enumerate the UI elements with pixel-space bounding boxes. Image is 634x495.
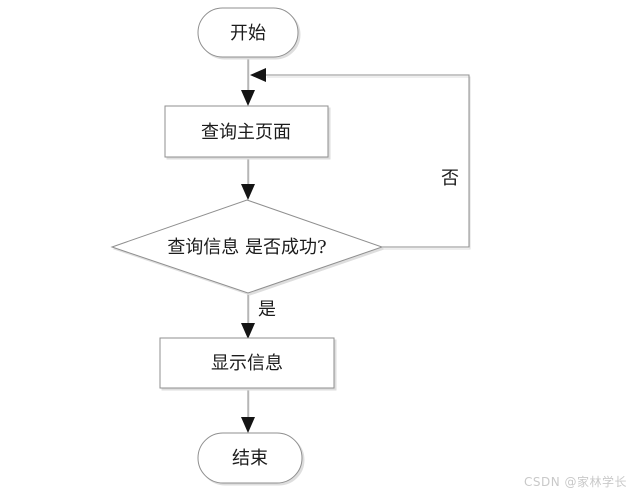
start-label: 开始	[230, 23, 266, 44]
arrowhead-down-into-display	[241, 323, 255, 339]
yes-edge-label: 是	[258, 299, 276, 320]
display-info-label: 显示信息	[211, 353, 283, 374]
arrowhead-down-into-query	[241, 90, 255, 106]
query-page-process-shape	[164, 105, 329, 158]
arrowhead-left-loop-junction	[250, 68, 266, 82]
edge-display-to-end	[241, 388, 255, 433]
edge-query-to-decision	[241, 157, 255, 200]
edge-no-loopback	[250, 68, 470, 248]
node-end: 结束	[197, 432, 303, 484]
node-display-info: 显示信息	[159, 337, 335, 389]
query-page-label: 查询主页面	[201, 122, 291, 143]
watermark: CSDN @家林学长	[523, 475, 627, 489]
node-decision: 查询信息 是否成功?	[110, 199, 384, 294]
arrowhead-down-into-end	[241, 417, 255, 433]
display-info-process-shape	[159, 337, 335, 389]
decision-diamond-shape	[110, 199, 384, 294]
no-edge-label: 否	[441, 168, 459, 189]
arrowhead-down-into-decision	[241, 184, 255, 200]
end-label: 结束	[232, 448, 268, 469]
decision-label: 查询信息 是否成功?	[167, 237, 326, 258]
node-query-page: 查询主页面	[164, 105, 329, 158]
edge-start-to-query	[241, 57, 255, 106]
node-start: 开始	[197, 7, 299, 58]
end-terminator-shape	[197, 432, 303, 484]
start-terminator-shape	[197, 7, 299, 58]
edge-decision-yes-to-display	[241, 293, 255, 339]
